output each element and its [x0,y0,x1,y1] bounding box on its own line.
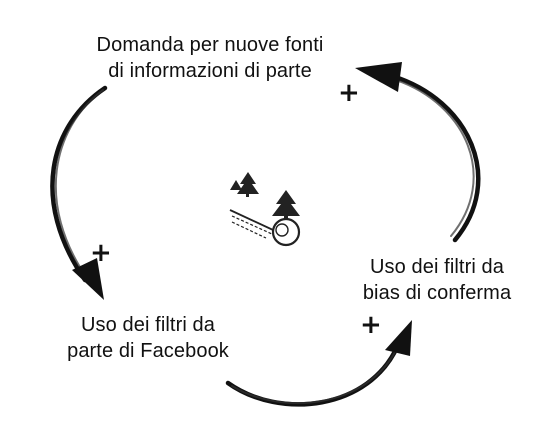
reinforcing-loop-snowball-icon [229,172,301,247]
arrow-left-to-right [225,320,412,407]
node-confirmation-bias-filters: Uso dei filtri da bias di conferma [332,254,542,306]
node-left-line-1: Uso dei filtri da [81,314,215,336]
node-right-line-1: Uso dei filtri da [370,256,504,278]
node-facebook-filters: Uso dei filtri da parte di Facebook [28,312,268,364]
node-right-line-2: bias di conferma [362,282,512,304]
polarity-right-to-top: + [338,78,360,108]
polarity-top-to-left: + [90,238,112,268]
node-top-line-1: Domanda per nuove fonti [96,34,324,56]
arrow-top-to-left [50,85,108,300]
polarity-left-to-right: + [360,310,382,340]
node-top-line-2: di informazioni di parte [108,60,312,82]
arrow-right-to-top [355,62,481,243]
node-demand-biased-sources: Domanda per nuove fonti di informazioni … [60,32,360,84]
node-left-line-2: parte di Facebook [67,340,229,362]
